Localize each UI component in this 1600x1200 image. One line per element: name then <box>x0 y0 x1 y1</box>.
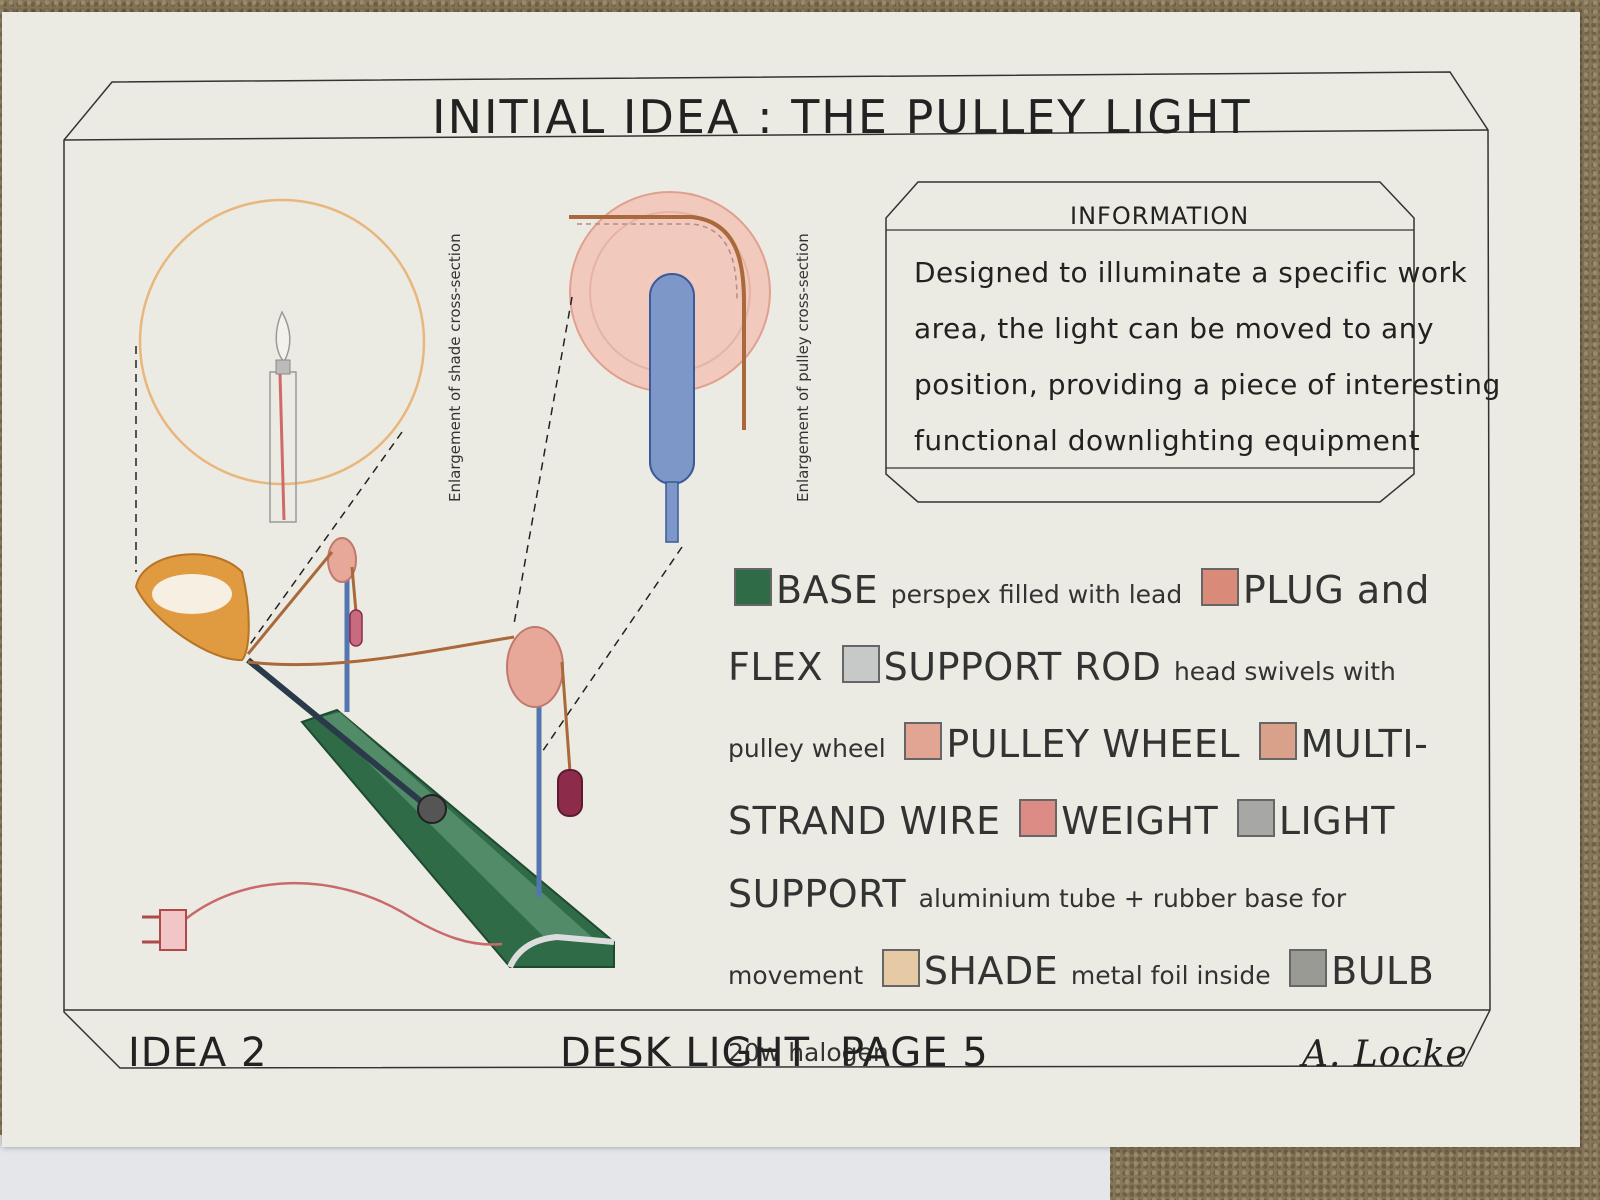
light-support-arm <box>248 660 434 812</box>
legend-item-pulley-wheel: PULLEY WHEEL <box>898 722 1240 766</box>
legend-item-base: BASE perspex filled with lead <box>728 568 1182 612</box>
legend-item-shade: SHADE metal foil inside <box>876 949 1271 993</box>
arm-pivot <box>418 795 446 823</box>
weight-swatch <box>1019 799 1057 837</box>
info-line-4: functional downlighting equipment <box>914 424 1420 457</box>
shade-cross-section <box>140 200 424 522</box>
light-support-swatch <box>1237 799 1275 837</box>
info-line-1: Designed to illuminate a specific work <box>914 256 1467 289</box>
support-rod-swatch <box>842 645 880 683</box>
legend-item-weight: WEIGHT <box>1013 799 1218 843</box>
projection-lines <box>136 297 682 752</box>
bulb-swatch <box>1289 949 1327 987</box>
pulley-wheel-large <box>507 627 563 707</box>
pulley-cross-section <box>569 192 770 542</box>
weight-small <box>350 610 362 646</box>
colour-key: BASE perspex filled with lead PLUG and F… <box>728 554 1453 1089</box>
sheet-title: INITIAL IDEA : THE PULLEY LIGHT <box>432 90 1252 144</box>
shade-opening <box>152 574 232 614</box>
info-line-2: area, the light can be moved to any <box>914 312 1434 345</box>
wire-swatch <box>1259 722 1297 760</box>
footer-idea-number: IDEA 2 <box>128 1030 267 1076</box>
drawing-sheet: INITIAL IDEA : THE PULLEY LIGHT Enlargem… <box>2 12 1580 1147</box>
information-heading: INFORMATION <box>1070 202 1249 230</box>
weight-large <box>558 770 582 816</box>
plug-icon <box>142 910 186 950</box>
footer-page-number: PAGE 5 <box>840 1030 989 1076</box>
shade-swatch <box>882 949 920 987</box>
pulley-section-label: Enlargement of pulley cross-section <box>794 233 812 502</box>
pulley-wheel-swatch <box>904 722 942 760</box>
plug-swatch <box>1201 568 1239 606</box>
shade-section-label: Enlargement of shade cross-section <box>446 233 464 502</box>
footer-project-name: DESK LIGHT <box>560 1030 810 1076</box>
info-line-3: position, providing a piece of interesti… <box>914 368 1501 401</box>
signature: A. Locke <box>1302 1034 1468 1075</box>
base-swatch <box>734 568 772 606</box>
